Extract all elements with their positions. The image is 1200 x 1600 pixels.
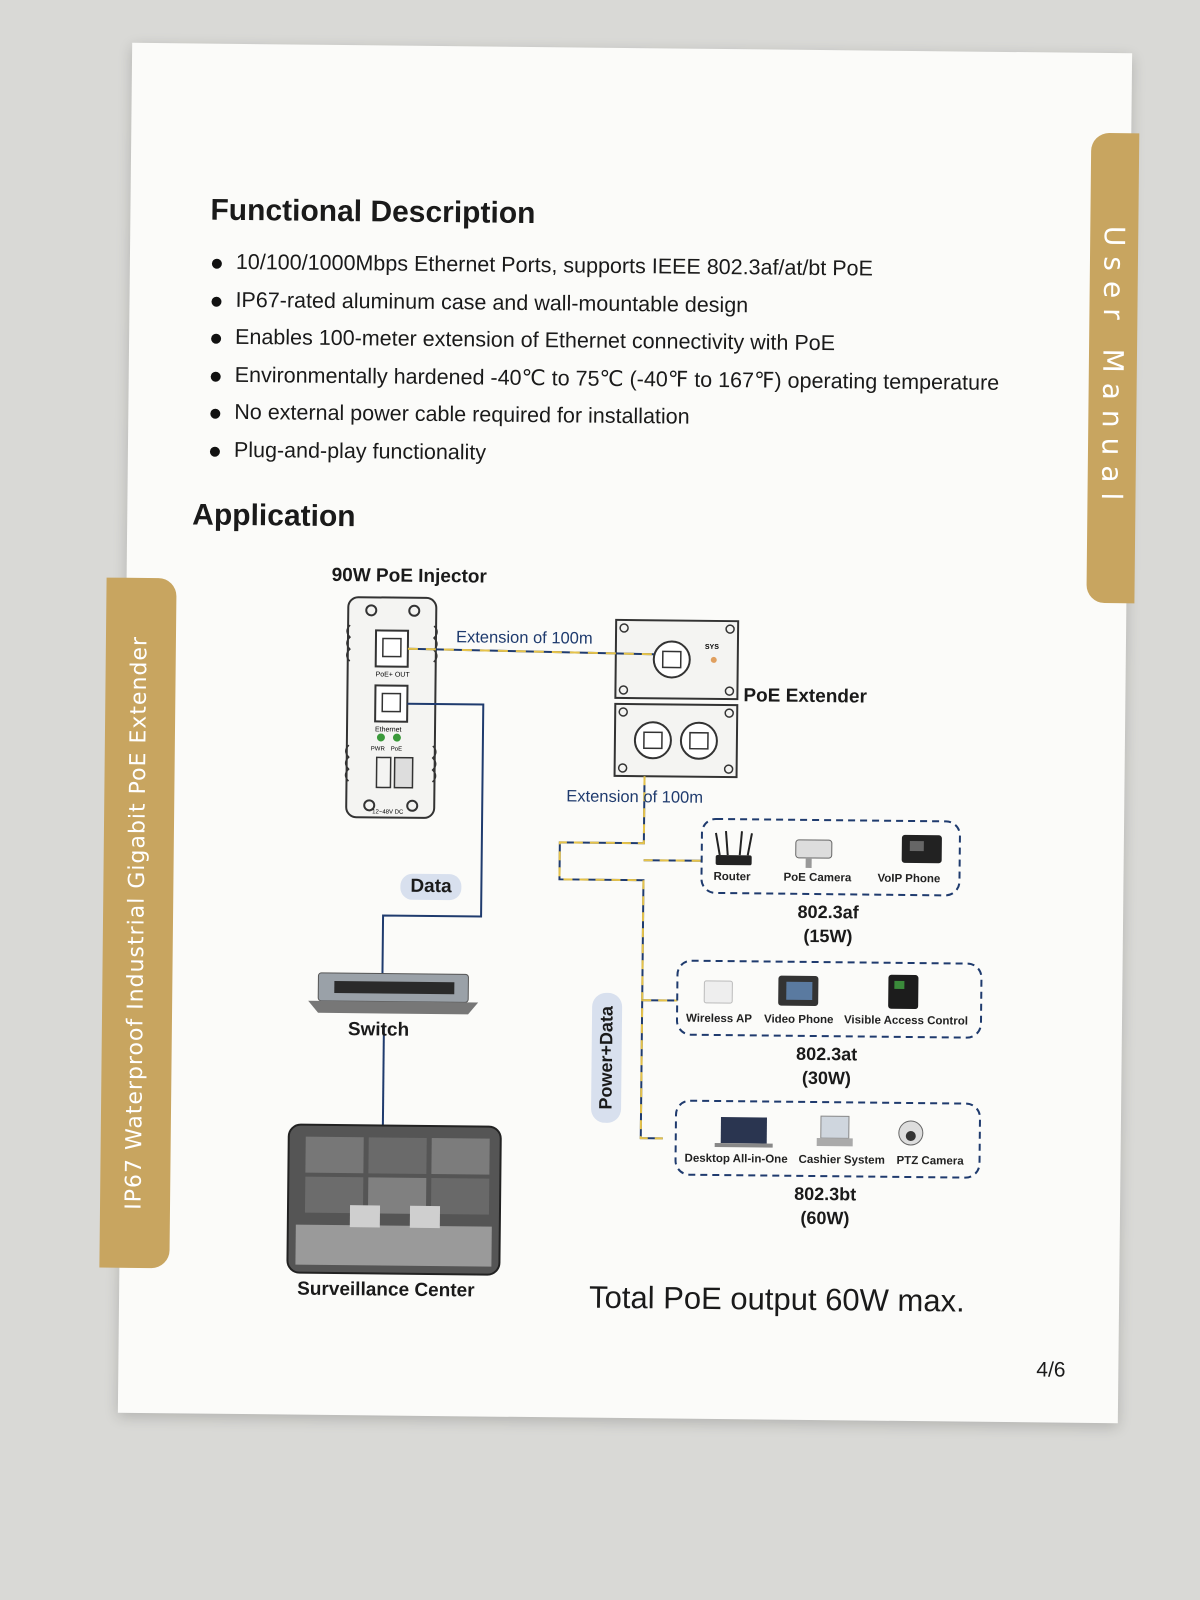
voip-phone-icon (901, 834, 942, 864)
standard-power: (30W) (801, 1067, 852, 1089)
injector-led-label: PoE (391, 747, 402, 753)
standard-power: (15W) (803, 925, 853, 947)
power-data-pill: Power+Data (590, 992, 623, 1123)
standard-name: 802.3af (797, 901, 859, 923)
standard-name: 802.3at (796, 1043, 858, 1065)
extension-label-bottom: Extension of 100m (566, 787, 704, 807)
poe-extender-device-bottom (613, 702, 739, 779)
poe-injector-device (344, 596, 438, 819)
poe-camera-icon (795, 839, 833, 868)
device-label: VoIP Phone (877, 872, 941, 886)
device-label: Router (713, 870, 751, 884)
device-label: PoE Camera (783, 871, 852, 885)
standard-power: (60W) (800, 1207, 850, 1229)
injector-led-label: PWR (371, 746, 386, 752)
device-label: Cashier System (798, 1153, 885, 1167)
cable-extender-devices (558, 776, 702, 1140)
extension-label-top: Extension of 100m (455, 628, 593, 648)
device-label: PTZ Camera (896, 1154, 964, 1168)
poe-extender-device-top (614, 618, 740, 701)
device-label: Video Phone (763, 1013, 834, 1027)
application-diagram: PoE+ OUT Ethernet PWR PoE 12~48V DC SYS (286, 596, 983, 1276)
data-label: Data (400, 873, 462, 901)
router-icon (714, 830, 753, 866)
switch-label: Switch (347, 1019, 410, 1041)
cashier-system-icon (816, 1115, 853, 1147)
ptz-camera-icon (898, 1120, 924, 1146)
standard-group-at: 802.3at (30W) (776, 1042, 876, 1091)
injector-dc-label: 12~48V DC (372, 809, 404, 815)
device-group-bt-box (674, 1099, 981, 1179)
manual-page: User Manual IP67 Waterproof Industrial G… (99, 42, 1140, 1424)
extender-title: PoE Extender (743, 685, 868, 708)
cable-data (381, 702, 485, 974)
device-group-af-box (700, 817, 961, 897)
cable-switch-surveillance (381, 1025, 385, 1126)
surveillance-center-label: Surveillance Center (297, 1278, 475, 1302)
cable-injector-extender (407, 647, 654, 656)
injector-title: 90W PoE Injector (331, 564, 487, 588)
access-control-icon (888, 974, 919, 1010)
switch-device (308, 972, 479, 1015)
device-label: Wireless AP (685, 1012, 753, 1026)
power-data-label: Power+Data (595, 1005, 617, 1110)
device-label: Visible Access Control (843, 1014, 969, 1028)
device-group-at-box (675, 959, 983, 1039)
wireless-ap-icon (703, 980, 733, 1004)
standard-group-bt: 802.3bt (60W) (775, 1182, 875, 1231)
page-number: 4/6 (1036, 1358, 1066, 1382)
standard-group-af: 802.3af (15W) (778, 900, 878, 949)
video-phone-icon (778, 975, 819, 1007)
device-label: Desktop All-in-One (684, 1152, 788, 1166)
standard-name: 802.3bt (794, 1183, 857, 1205)
total-poe-output: Total PoE output 60W max. (588, 1279, 965, 1319)
extender-sys-label: SYS (705, 644, 719, 651)
desktop-all-in-one-icon (714, 1117, 773, 1148)
injector-port-label: Ethernet (375, 726, 402, 733)
injector-port-label: PoE+ OUT (376, 671, 411, 678)
surveillance-center-image (286, 1123, 502, 1276)
